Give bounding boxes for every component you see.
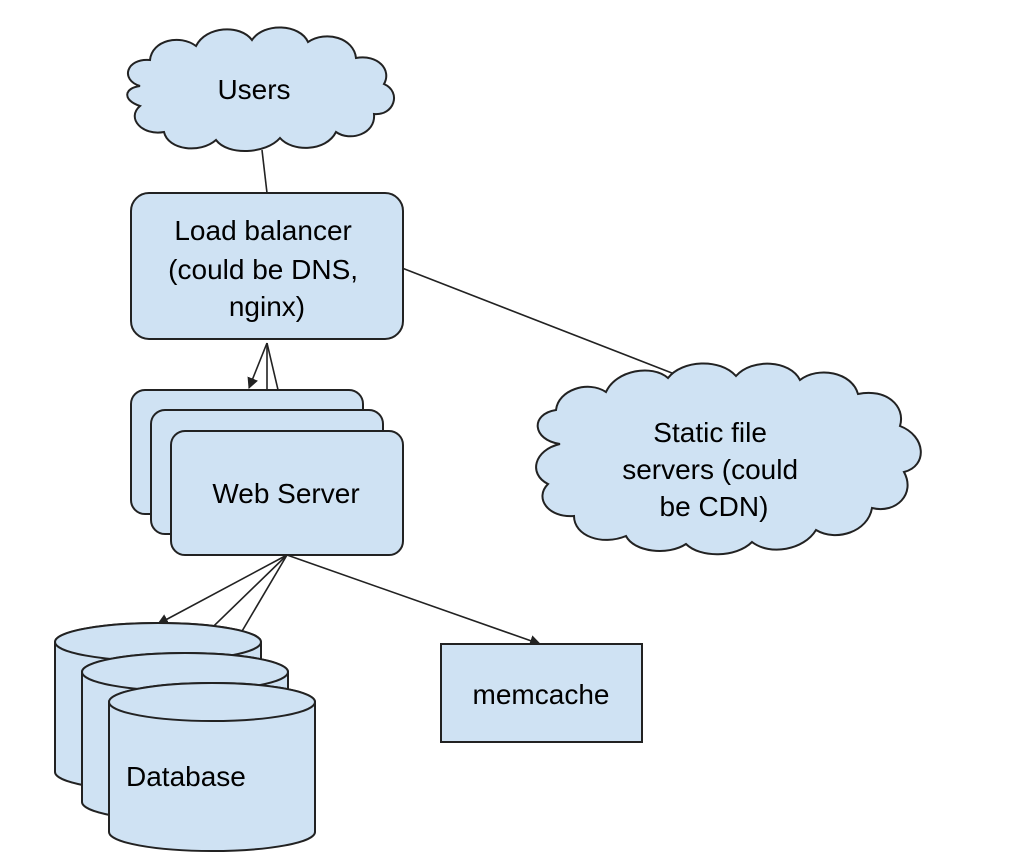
web-server-box-front — [170, 430, 404, 556]
memcache-box — [440, 643, 643, 743]
load-balancer-box — [130, 192, 404, 340]
edge-web-server-to-memcache — [286, 554, 542, 646]
static-files-label-line-3: be CDN) — [660, 491, 769, 522]
static-files-node: Static file servers (could be CDN) — [535, 362, 922, 556]
memcache-node: memcache — [440, 643, 643, 743]
static-files-cloud-shape — [535, 362, 922, 556]
users-cloud-shape — [126, 26, 395, 153]
load-balancer-node: Load balancer (could be DNS, nginx) — [130, 192, 404, 340]
web-server-label: Web Server — [212, 478, 359, 509]
static-files-label-line-2: servers (could — [622, 454, 798, 485]
database-label: Database — [126, 761, 246, 792]
load-balancer-label-line-2: (could be DNS, — [168, 254, 358, 285]
database-cylinder-front — [108, 682, 316, 852]
web-server-node: Web Server — [130, 389, 404, 556]
load-balancer-label-line-3: nginx) — [229, 291, 305, 322]
users-node: Users — [126, 26, 395, 153]
static-files-label-line-1: Static file — [653, 417, 767, 448]
edge-users-to-load-balancer — [261, 149, 268, 194]
memcache-label: memcache — [473, 679, 610, 710]
database-node: Database — [54, 622, 316, 852]
load-balancer-label-line-1: Load balancer — [174, 215, 351, 246]
edge-web-server-to-database-1 — [157, 554, 288, 625]
static-files-label: Static file servers (could be CDN) — [622, 417, 806, 522]
load-balancer-label: Load balancer (could be DNS, nginx) — [168, 215, 366, 322]
edge-load-balancer-to-web-server-1 — [247, 342, 268, 390]
users-label: Users — [217, 74, 290, 105]
